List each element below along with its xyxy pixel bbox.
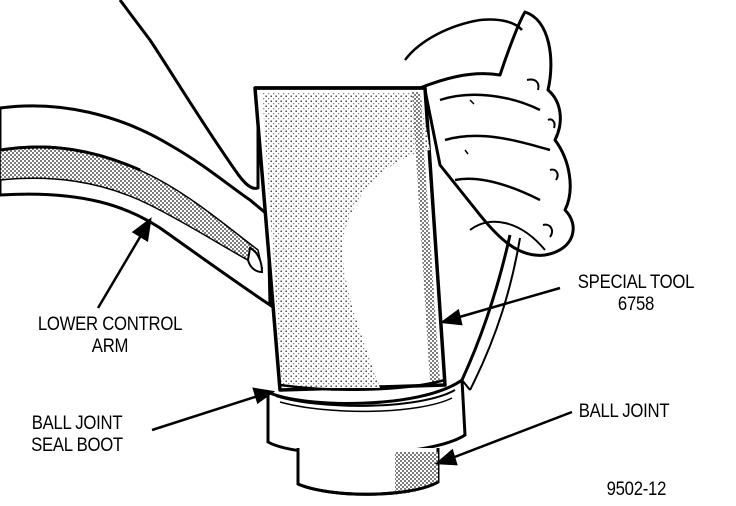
ball-joint-label-text: BALL JOINT bbox=[578, 401, 670, 422]
lower-control-arm-label-line2: ARM bbox=[91, 336, 129, 357]
ball-joint-shape bbox=[266, 377, 467, 496]
special-tool-label: SPECIAL TOOL 6758 bbox=[566, 272, 707, 316]
figure-number-text: 9502-12 bbox=[606, 479, 667, 500]
ball-joint-seal-boot-label: BALL JOINT SEAL BOOT bbox=[11, 413, 143, 457]
special-tool-label-line1: SPECIAL TOOL bbox=[577, 272, 695, 293]
bracket-line bbox=[460, 234, 521, 391]
hand-shape bbox=[118, 0, 575, 257]
lower-control-arm-label: LOWER CONTROL ARM bbox=[22, 314, 198, 358]
figure-number: 9502-12 bbox=[607, 479, 704, 501]
seal-boot-label-line2: SEAL BOOT bbox=[31, 435, 123, 456]
lower-control-arm-shape bbox=[0, 104, 272, 308]
lower-control-arm-label-line1: LOWER CONTROL bbox=[37, 314, 183, 335]
seal-boot-label-line1: BALL JOINT bbox=[31, 413, 123, 434]
special-tool-shape bbox=[253, 86, 447, 392]
leader-arrows bbox=[96, 217, 573, 466]
ball-joint-label: BALL JOINT bbox=[562, 401, 685, 423]
special-tool-label-line2: 6758 bbox=[617, 294, 655, 315]
